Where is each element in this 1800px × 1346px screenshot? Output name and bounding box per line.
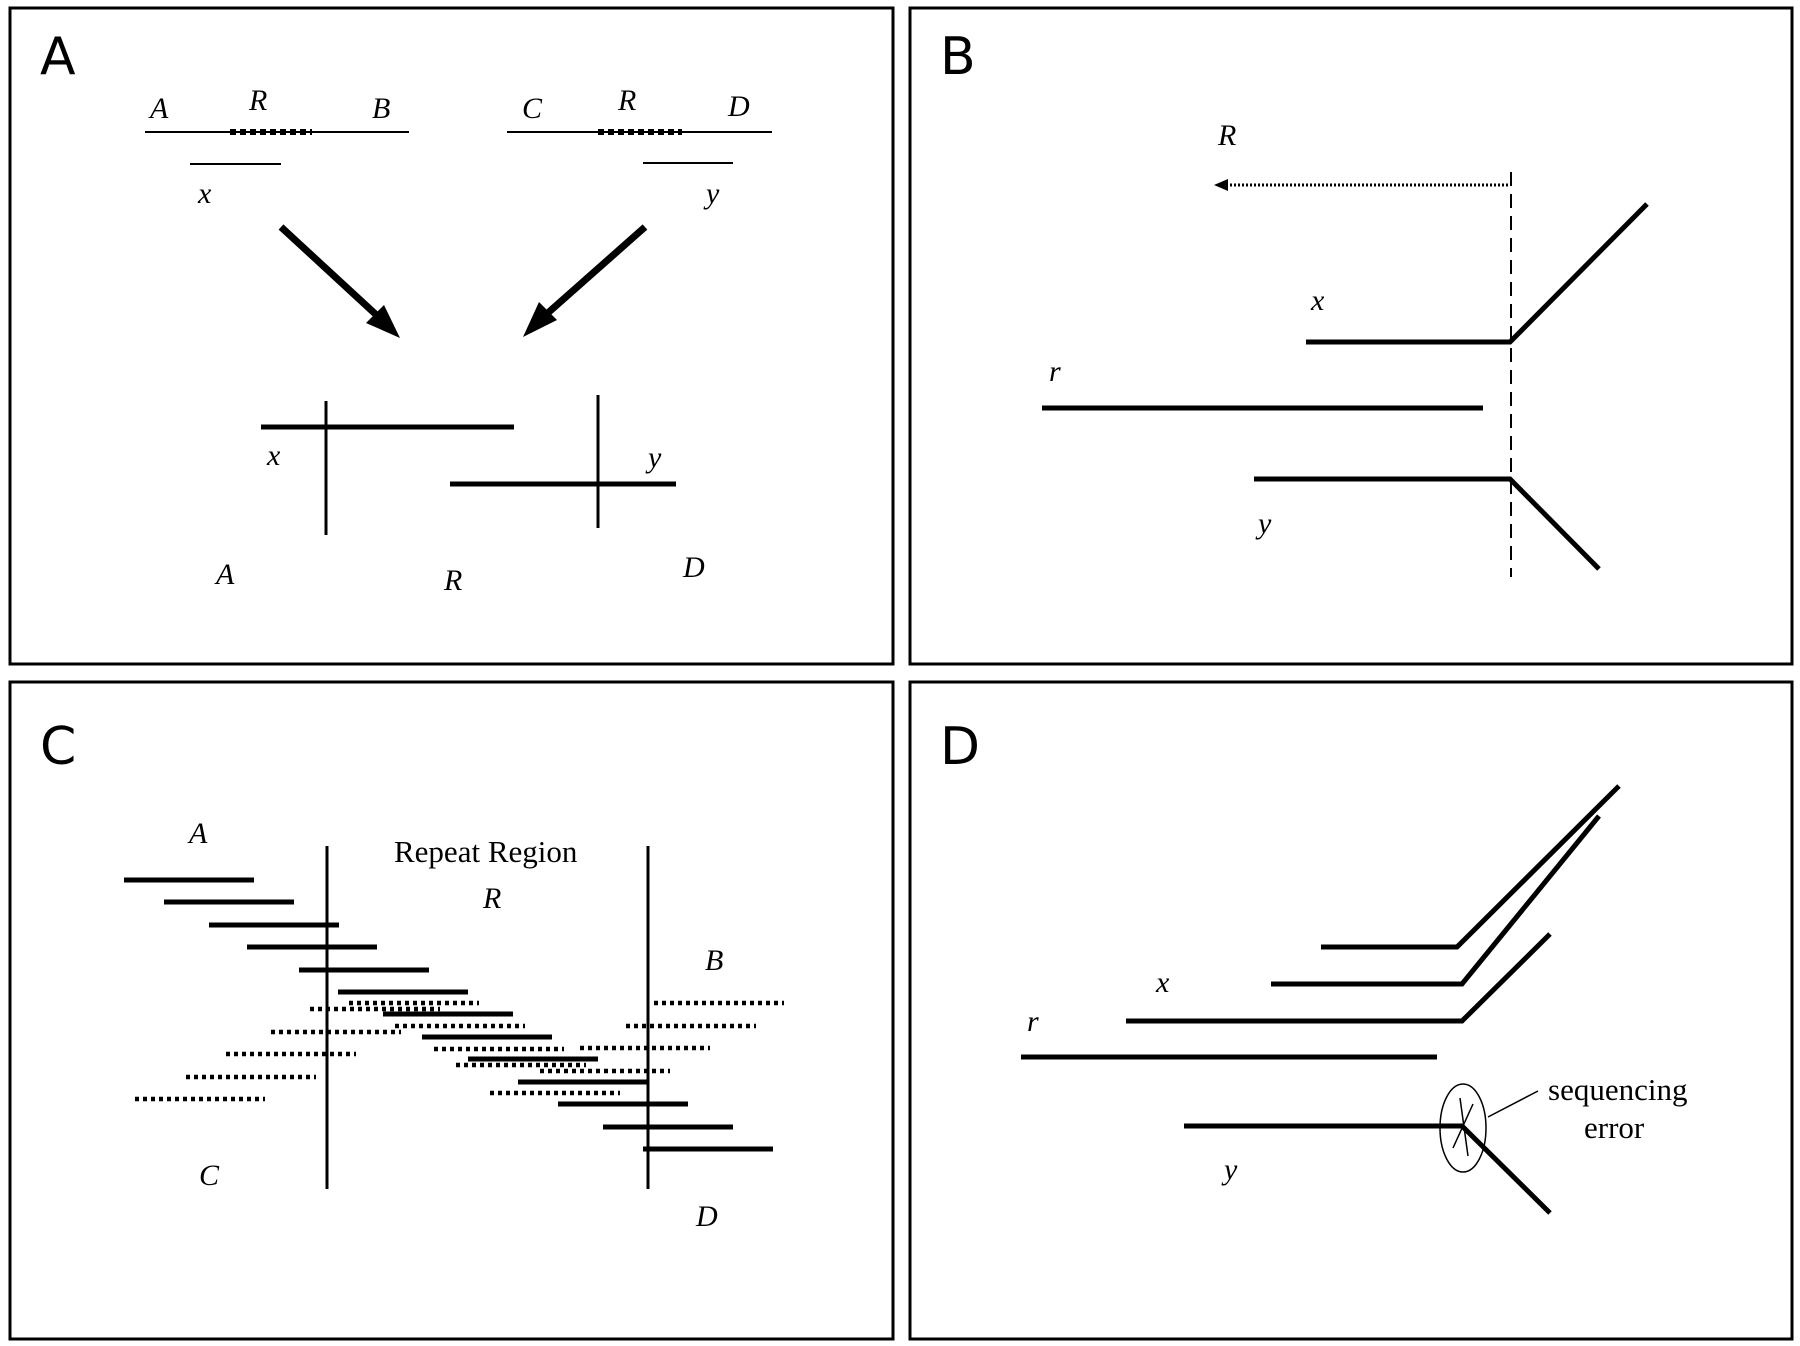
label-r-top-left: R bbox=[248, 84, 267, 117]
label-d-bottom: D bbox=[682, 551, 705, 584]
label-c-top: C bbox=[522, 92, 543, 125]
dotted-reads bbox=[135, 1000, 784, 1102]
read-x-branch-3 bbox=[1126, 932, 1552, 1024]
repeat-region-title: Repeat Region bbox=[394, 834, 578, 869]
panel-a-frame bbox=[8, 6, 895, 666]
panel-d-letter: D bbox=[940, 717, 980, 777]
read-y-branch bbox=[1184, 1123, 1552, 1215]
label-r-top-right: R bbox=[617, 84, 636, 117]
label-a-top: A bbox=[148, 92, 169, 125]
label-c: C bbox=[199, 1159, 220, 1192]
label-r: R bbox=[482, 882, 501, 915]
label-r-repeat: R bbox=[1217, 119, 1236, 152]
label-d-top: D bbox=[727, 90, 750, 123]
label-b: B bbox=[705, 944, 723, 977]
panel-c-letter: C bbox=[40, 717, 76, 777]
panel-b-frame bbox=[908, 6, 1794, 666]
label-r: r bbox=[1049, 355, 1061, 388]
label-y: y bbox=[1255, 507, 1272, 540]
panel-a: A A R B x C R D y x y A R bbox=[8, 6, 895, 666]
label-r-bottom: R bbox=[443, 564, 462, 597]
label-y-top: y bbox=[703, 177, 720, 210]
label-b-top: B bbox=[372, 92, 390, 125]
read-x-branch-1 bbox=[1321, 784, 1621, 950]
label-x: x bbox=[1155, 966, 1170, 999]
label-a-bottom: A bbox=[214, 558, 235, 591]
arrow-down-right-icon bbox=[278, 224, 400, 338]
label-x-bottom: x bbox=[266, 439, 281, 472]
read-y-branch bbox=[1254, 476, 1601, 571]
callout-sequencing: sequencing bbox=[1548, 1072, 1687, 1107]
callout-error: error bbox=[1584, 1110, 1645, 1145]
read-x-branch bbox=[1306, 202, 1649, 345]
label-d: D bbox=[695, 1200, 718, 1233]
arrow-down-left-icon bbox=[523, 224, 648, 337]
read-x-branch-2 bbox=[1271, 814, 1601, 987]
panel-b-letter: B bbox=[940, 27, 976, 87]
panel-d-frame bbox=[908, 680, 1794, 1341]
label-y: y bbox=[1221, 1153, 1238, 1186]
sequencing-error-marker bbox=[1439, 1083, 1539, 1173]
panel-c: C A Repeat Region R B C D bbox=[8, 680, 895, 1341]
panel-b: B R x r y bbox=[908, 6, 1794, 666]
panel-c-frame bbox=[8, 680, 895, 1341]
panel-d: D sequencing error x r y bbox=[908, 680, 1794, 1341]
label-a: A bbox=[187, 817, 208, 850]
solid-reads bbox=[124, 877, 773, 1152]
label-x-top: x bbox=[197, 177, 212, 210]
panel-a-letter: A bbox=[40, 27, 76, 87]
label-y-bottom: y bbox=[645, 441, 662, 474]
label-x: x bbox=[1310, 284, 1325, 317]
arrow-left-icon bbox=[1214, 179, 1228, 191]
label-r: r bbox=[1027, 1005, 1039, 1038]
